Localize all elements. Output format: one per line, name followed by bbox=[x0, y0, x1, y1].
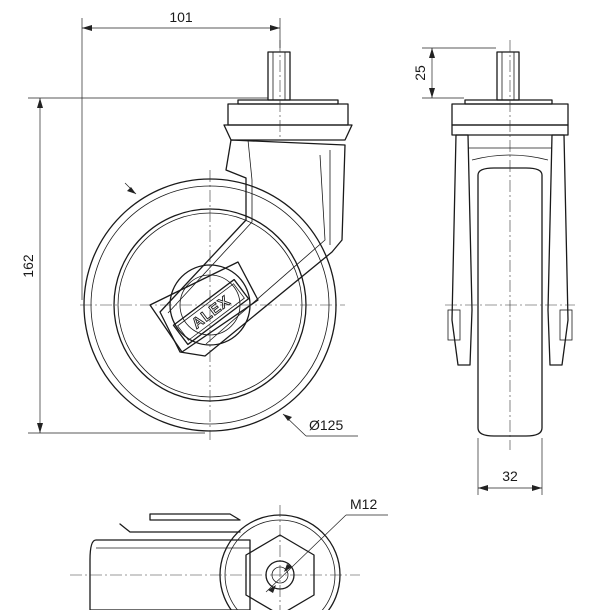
stem-height-label: 25 bbox=[412, 65, 428, 81]
dimension-width-top: 101 bbox=[81, 9, 281, 300]
width-top-label: 101 bbox=[169, 9, 193, 25]
thread-label: M12 bbox=[350, 496, 377, 512]
wheel-width-label: 32 bbox=[502, 468, 518, 484]
top-view: M12 bbox=[70, 496, 388, 610]
dimension-wheel-width: 32 bbox=[477, 438, 543, 495]
dimension-wheel-diameter: Ø125 bbox=[124, 182, 358, 437]
front-view: ALEX 101 162 bbox=[20, 9, 358, 440]
dimension-total-height: 162 bbox=[20, 97, 268, 434]
total-height-label: 162 bbox=[20, 254, 36, 278]
side-wheel bbox=[477, 167, 543, 437]
dimension-thread: M12 bbox=[265, 496, 388, 593]
side-view: 25 32 bbox=[412, 40, 575, 495]
dimension-stem-height: 25 bbox=[412, 47, 496, 99]
wheel-diameter-label: Ø125 bbox=[309, 417, 343, 433]
